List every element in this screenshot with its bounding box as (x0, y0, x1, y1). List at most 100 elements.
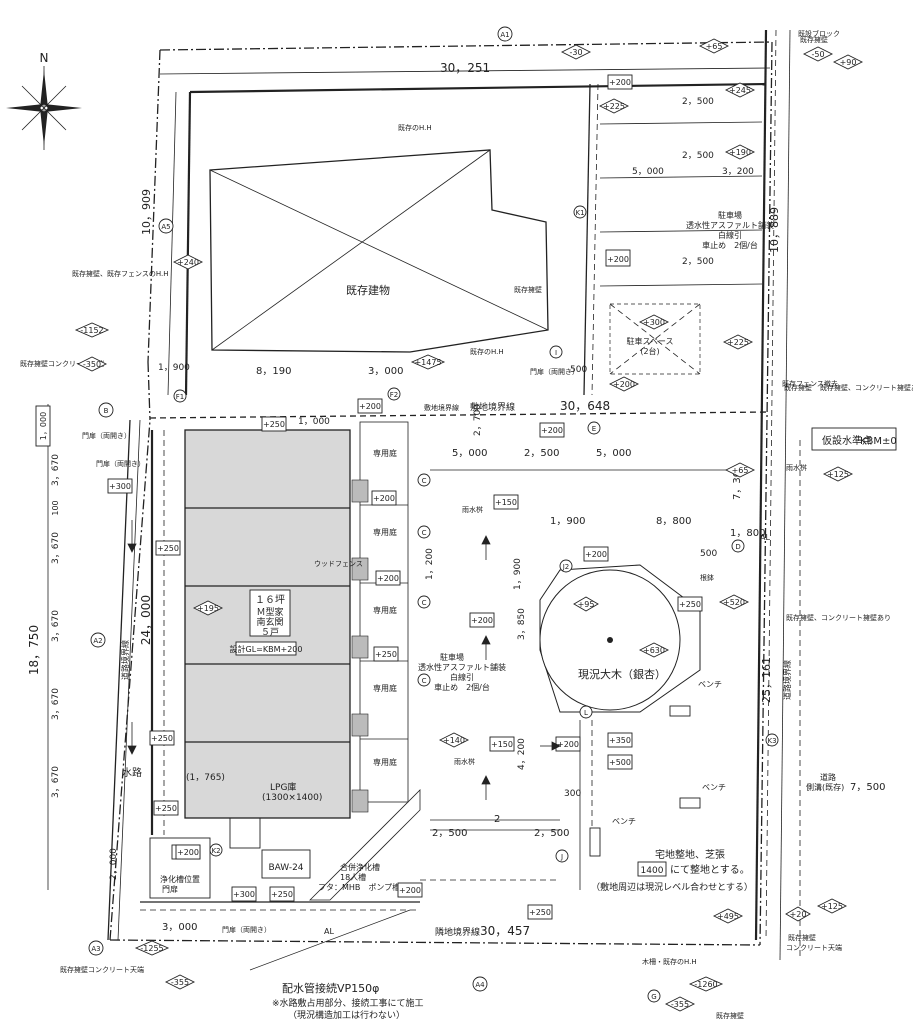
dim-3000b: 3，000 (162, 922, 197, 933)
dim-1900b: 1，900 (550, 516, 585, 527)
parking-space-count: (2台) (640, 346, 659, 356)
dim-left-total: 18，750 (27, 625, 41, 675)
marker-a2: A2 (93, 637, 102, 645)
dim-3000: 3，000 (368, 366, 403, 377)
boundary-label-1: 敷地境界線 (470, 401, 515, 413)
elev-p240: +240 (177, 258, 199, 267)
elev-p65a: +65 (706, 42, 723, 51)
dim-p2500b: 2，500 (682, 151, 714, 161)
elev-p300a: +300 (643, 318, 665, 327)
elev-p125: +125 (827, 470, 849, 479)
dim-5000a: 5，000 (452, 448, 487, 459)
bottom-right-sub: コンクリート天端 (786, 943, 842, 952)
top-dimensions: 30，251 8，190 3，000 1，900 1，000 5，000 2，5… (109, 61, 771, 933)
elev-p350: +350 (609, 736, 631, 745)
marker-c2: C (422, 529, 427, 537)
dim-4200: 4，200 (517, 738, 527, 770)
elev-m355b: -355 (671, 1000, 689, 1009)
building-size: １６坪 (255, 593, 285, 606)
marker-a3: A3 (91, 945, 100, 953)
septic-box: 浄化槽位置 (160, 874, 200, 884)
elev-upper-parking: +200 (607, 255, 629, 264)
marker-c1: C (422, 477, 427, 485)
marker-a1: A1 (500, 31, 509, 39)
dim-v3670e: 3，670 (51, 766, 61, 798)
dim-top-boundary: 30，648 (560, 399, 610, 413)
pipe-note: 配水管接続VP150φ ※水路敷占用部分、接続工事にて施工 （現況構造加工は行わ… (249, 909, 424, 1021)
right-annotations: 10，889 25，161 道路境界線 仮設水準点 KBM±0 既存擁壁、コンク… (324, 29, 897, 952)
garden-5: 専用庭 (373, 757, 397, 767)
elev-p250b: +250 (157, 544, 179, 553)
elev-p200d: +200 (359, 402, 381, 411)
marker-c3: C (422, 599, 427, 607)
parking-sub3: 車止め 2個/台 (434, 682, 490, 692)
lpg-label: LPG庫 (270, 781, 296, 793)
misc-labels: 既存のH.H 既存のH.H 既存擁壁 既存擁壁 敷地境界線 道路境界線 ウッドフ… (60, 35, 913, 1020)
north-compass-icon: N (6, 51, 82, 150)
elev-p200k: +200 (399, 886, 421, 895)
dim-500b: 500 (700, 549, 717, 559)
elev-m30: -30 (569, 48, 582, 57)
elev-p520: +520 (723, 598, 745, 607)
parking-sub2: 白線引 (450, 672, 474, 682)
dim-2500b: 2，500 (432, 828, 467, 839)
dim-2500a: 2，500 (524, 448, 559, 459)
elev-m1255: -1255 (140, 944, 163, 953)
existing-wall: 既存擁壁 (514, 285, 542, 294)
gate-label-1: 門扉（両開き） (82, 431, 131, 440)
elev-p250d: +250 (151, 734, 173, 743)
dim-v3670c: 3，670 (51, 610, 61, 642)
building-gl: 設計GL=KBM+200 (230, 644, 303, 654)
dim-top: 30，251 (440, 61, 490, 75)
elev-p250h: +250 (375, 650, 397, 659)
kbm-label: 仮設水準点 (822, 434, 872, 447)
elev-p20: +20 (790, 910, 807, 919)
tree-root: 根鉢 (700, 573, 714, 582)
dim-1800: 1，800 (730, 528, 765, 539)
elev-p200g: +200 (585, 550, 607, 559)
bottom-right-corner: 既存擁壁 (788, 933, 816, 942)
elev-p200j: +200 (177, 848, 199, 857)
dim-left-top: 10，909 (140, 189, 153, 235)
bench-1: ベンチ (698, 680, 722, 689)
garden-1: 専用庭 (373, 448, 397, 458)
lpg-size: (1300×1400) (262, 793, 322, 803)
elev-m1152: -1152 (80, 326, 103, 335)
private-gardens: 専用庭 専用庭 専用庭 専用庭 専用庭 (351, 421, 409, 813)
elev-p495: +495 (717, 912, 739, 921)
existing-building: 既存建物 (209, 149, 549, 353)
boundary-label-3: 隣地境界線 (435, 926, 480, 938)
left-top-label: 既存擁壁、既存フェンスのH.H (72, 269, 169, 278)
gate-label-4: 門扉（両開き） (96, 459, 145, 468)
parking-title: 駐車場 (440, 652, 464, 662)
marker-k1: K1 (575, 209, 584, 217)
road-right2: 側溝(既存) (806, 782, 844, 792)
dim-3850: 3，850 (517, 608, 527, 640)
lower-garden: ベンチ ベンチ 宅地整地、芝張 1400 にて整地とする。 （敷地周辺は現況レベ… (579, 720, 753, 893)
elev-p225b: +225 (727, 338, 749, 347)
right-corner-top: 既設ブロック (798, 29, 840, 38)
marker-f1: F1 (176, 393, 184, 401)
water-label: 水路 (122, 766, 142, 779)
garden-note: 宅地整地、芝張 (655, 848, 725, 861)
kbm-value: KBM±0 (860, 436, 897, 447)
dim-300: 300 (564, 789, 581, 799)
elev-p200m: +200 (377, 574, 399, 583)
elev-p250e: +250 (155, 804, 177, 813)
gate-label-2: 門扉（両開き） (530, 367, 579, 376)
upper-parking-sub3: 車止め 2個/台 (702, 240, 758, 250)
septic-gate: 門扉 (162, 884, 178, 894)
dim-v100: 100 (51, 500, 60, 515)
bench-3: ベンチ (612, 817, 636, 826)
water-channel: 水路 (107, 419, 142, 941)
elev-p250f: +250 (271, 890, 293, 899)
septic-label: 合併浄化槽 (340, 862, 380, 872)
elev-p200l: +200 (613, 380, 635, 389)
level-box: 1400 (641, 866, 664, 876)
bottom-right-wall: 既存擁壁 (716, 1011, 744, 1020)
marker-c4: C (422, 677, 427, 685)
dim-right-side: 25，161 (760, 657, 773, 703)
dim-right-top: 10，889 (768, 207, 781, 253)
fence-top-label: 既存のH.H (398, 123, 432, 132)
dim-v3670b: 3，670 (51, 532, 61, 564)
